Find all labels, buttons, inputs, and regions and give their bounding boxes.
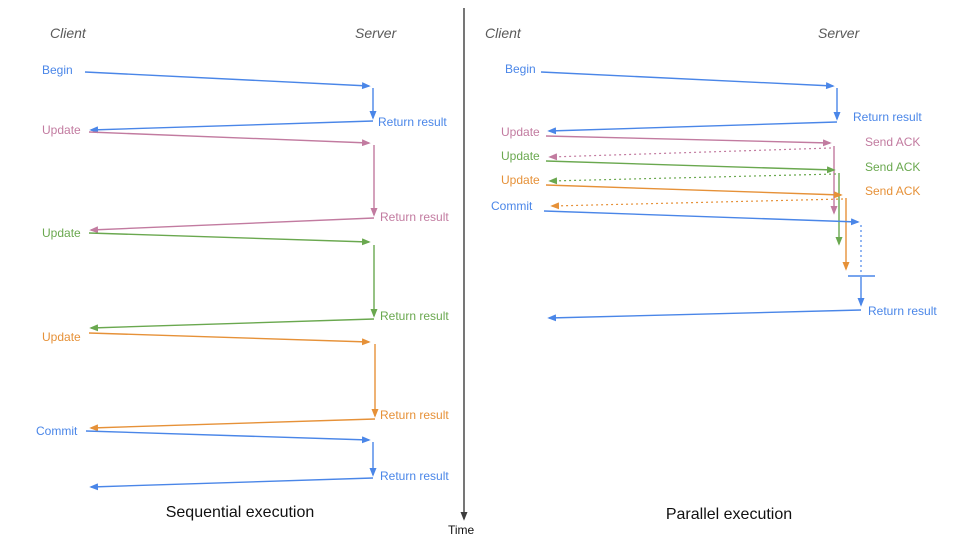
sequential-update3-request <box>88 332 371 346</box>
label-update: Update <box>42 330 81 344</box>
sequential-begin-response <box>89 120 374 134</box>
caption-sequential-execution: Sequential execution <box>165 504 315 521</box>
parallel-update1-ack <box>548 147 832 161</box>
parallel-commit-response <box>547 309 862 322</box>
client-header-sequential: Client <box>50 25 86 41</box>
parallel-begin-response <box>547 121 838 135</box>
sequential-update1-request <box>88 131 371 147</box>
label-return-result: Return result <box>380 210 449 224</box>
label-update: Update <box>501 173 540 187</box>
label-send-ack: Send ACK <box>865 160 921 174</box>
parallel-update1-request <box>545 135 832 147</box>
label-return-result: Return result <box>853 110 922 124</box>
label-return-result: Return result <box>380 469 449 483</box>
label-update: Update <box>42 226 81 240</box>
parallel-commit-request <box>543 210 860 226</box>
label-update: Update <box>42 123 81 137</box>
label-commit: Commit <box>36 424 78 438</box>
label-return-result: Return result <box>378 115 447 129</box>
label-send-ack: Send ACK <box>865 184 921 198</box>
client-header-parallel: Client <box>485 25 521 41</box>
sequential-commit-request <box>85 430 371 444</box>
label-update: Update <box>501 149 540 163</box>
sequential-update3-response <box>89 418 376 432</box>
sequential-begin-request <box>84 71 371 90</box>
parallel-update2-ack <box>548 173 837 185</box>
sequential-update1-response <box>89 217 375 234</box>
label-begin: Begin <box>42 63 73 77</box>
caption-parallel-execution: Parallel execution <box>665 506 793 523</box>
label-send-ack: Send ACK <box>865 135 921 149</box>
parallel-begin-request <box>540 71 835 90</box>
label-return-result: Return result <box>380 309 449 323</box>
sequential-update2-response <box>89 318 375 332</box>
parallel-update2-request <box>545 160 836 174</box>
server-header-sequential: Server <box>355 25 397 41</box>
label-return-result: Return result <box>380 408 449 422</box>
label-return-result: Return result <box>868 304 937 318</box>
label-begin: Begin <box>505 62 536 76</box>
parallel-update3-request <box>545 184 843 199</box>
time-axis-label: Time <box>448 523 475 537</box>
label-commit: Commit <box>491 199 533 213</box>
parallel-update3-ack <box>550 198 844 210</box>
server-header-parallel: Server <box>818 25 860 41</box>
sequential-update2-request <box>88 232 371 246</box>
sequential-commit-response <box>89 477 374 491</box>
label-update: Update <box>501 125 540 139</box>
